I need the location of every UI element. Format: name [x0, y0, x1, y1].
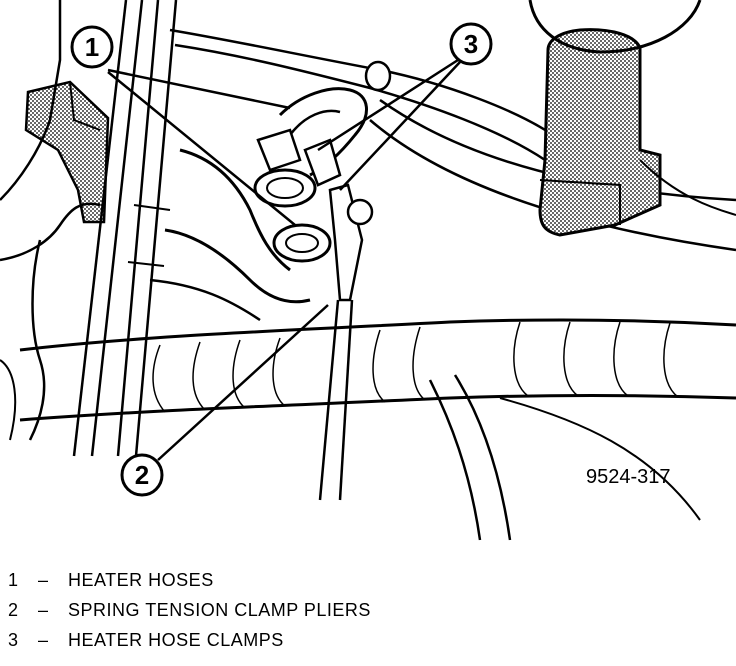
vertical-rod [72, 0, 128, 457]
harness-drop [499, 397, 701, 521]
shaded-component [538, 28, 662, 237]
legend-item: 3–HEATER HOSE CLAMPS [8, 630, 284, 651]
pliers-pivot [346, 198, 374, 226]
left-contour [0, 202, 101, 262]
component-housing [639, 159, 736, 216]
figure-id: 9524-317 [586, 466, 671, 488]
legend-item: 1–HEATER HOSES [8, 570, 214, 591]
upper-pipe [169, 28, 561, 142]
lower-pipe [379, 98, 736, 202]
svg-text:2: 2 [135, 460, 149, 490]
component-housing [528, 0, 702, 54]
svg-text:1: 1 [85, 32, 99, 62]
leader-line-2 [157, 304, 329, 461]
vertical-rod [134, 0, 178, 457]
callout-2: 2 [120, 453, 164, 497]
shaded-component-edge [539, 179, 621, 225]
pipe-end [364, 60, 392, 92]
rod-sleeve [127, 204, 171, 267]
legend-text: SPRING TENSION CLAMP PLIERS [68, 600, 371, 620]
legend-item: 2–SPRING TENSION CLAMP PLIERS [8, 600, 371, 621]
legend-dash: – [38, 600, 49, 620]
clamp-tab [256, 128, 302, 172]
wiring-harness [19, 318, 736, 352]
wiring-harness [19, 393, 736, 422]
legend-number: 2 [8, 600, 19, 620]
left-tube [0, 359, 17, 441]
hose-clamp [266, 177, 304, 199]
heater-hose [164, 228, 311, 304]
pliers-handle [338, 299, 354, 501]
lower-pipe [369, 119, 736, 252]
hose-clamp [272, 223, 332, 263]
heater-hose [289, 109, 341, 136]
legend-text: HEATER HOSE CLAMPS [68, 630, 284, 650]
legend-dash: – [38, 630, 49, 650]
legend-dash: – [38, 570, 49, 590]
harness-wrap [152, 321, 679, 413]
legend-text: HEATER HOSES [68, 570, 214, 590]
left-tube [28, 239, 46, 441]
harness-branch [428, 379, 482, 541]
hose-clamp [285, 233, 319, 253]
heater-hose [149, 278, 261, 322]
heater-hose [179, 148, 291, 272]
harness-branch [453, 374, 512, 541]
hose-clamp [253, 168, 317, 208]
pliers-handle [318, 299, 340, 501]
leader-line-3 [317, 58, 461, 191]
vertical-rod [116, 0, 160, 457]
bracket-shape [24, 80, 110, 224]
callout-1: 1 [70, 25, 114, 69]
callout-3: 3 [449, 22, 493, 66]
legend-number: 3 [8, 630, 19, 650]
leader-line-1 [107, 68, 296, 226]
left-contour [0, 0, 62, 201]
bracket-edge [69, 81, 101, 131]
legend-number: 1 [8, 570, 19, 590]
svg-text:3: 3 [464, 29, 478, 59]
clamp-tab [303, 138, 342, 187]
